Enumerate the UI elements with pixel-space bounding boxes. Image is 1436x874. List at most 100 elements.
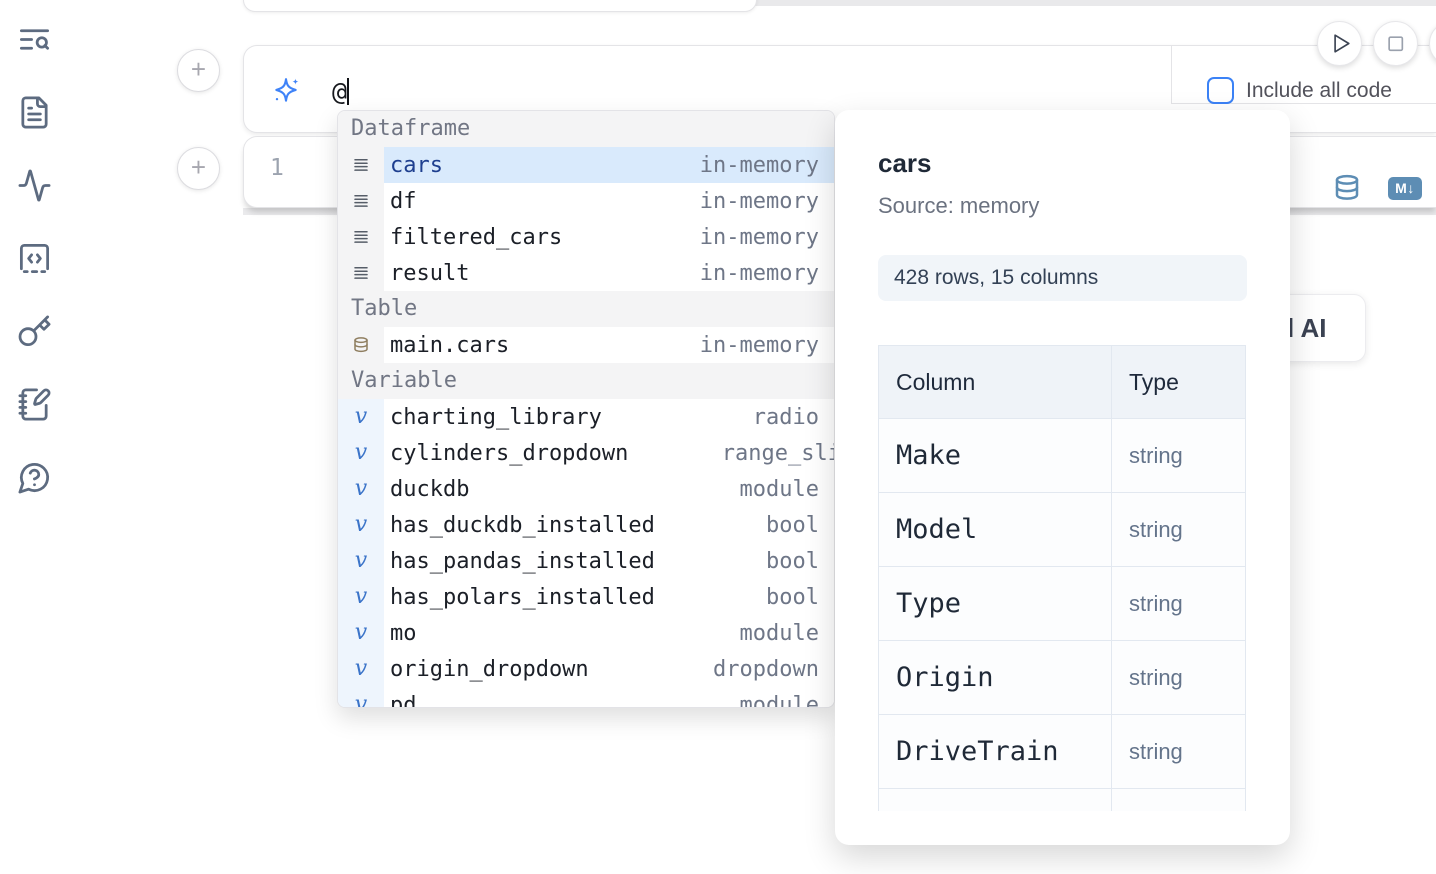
item-icon-cell: v bbox=[338, 435, 384, 471]
autocomplete-item-has_pandas_installed[interactable]: vhas_pandas_installedbool bbox=[338, 543, 834, 579]
previous-cell-output-edge bbox=[700, 0, 1436, 6]
table-row: Makestring bbox=[879, 418, 1245, 492]
item-content: main.carsin-memory bbox=[384, 327, 834, 363]
autocomplete-item-pd[interactable]: vpdmodule bbox=[338, 687, 834, 708]
scratchpad-icon[interactable] bbox=[17, 387, 52, 422]
item-content: pdmodule bbox=[384, 687, 834, 708]
rows-icon bbox=[352, 228, 370, 246]
column-type-cell: string bbox=[1112, 641, 1245, 714]
item-icon-cell: v bbox=[338, 471, 384, 507]
item-content: has_polars_installed bool bbox=[384, 579, 834, 615]
autocomplete-item-mo[interactable]: v momodule bbox=[338, 615, 834, 651]
autocomplete-item-charting_library[interactable]: v charting_libraryradio bbox=[338, 399, 834, 435]
item-name: has_duckdb_installed bbox=[384, 513, 655, 538]
item-name: has_polars_installed bbox=[384, 585, 655, 610]
autocomplete-item-filtered_cars[interactable]: filtered_cars in-memory bbox=[338, 219, 834, 255]
item-content: cylinders_dropdownrange_sli bbox=[384, 435, 834, 471]
item-icon-cell bbox=[338, 219, 384, 255]
column-name: Type bbox=[896, 588, 961, 619]
column-name-cell: Make bbox=[879, 419, 1112, 492]
item-content: filtered_cars in-memory bbox=[384, 219, 834, 255]
item-content: momodule bbox=[384, 615, 834, 651]
variable-icon: v bbox=[355, 622, 367, 644]
run-cell-button[interactable] bbox=[1317, 21, 1362, 66]
column-type-cell: string bbox=[1112, 715, 1245, 788]
autocomplete-item-origin_dropdown[interactable]: v origin_dropdown dropdown bbox=[338, 651, 834, 687]
previous-cell-edge bbox=[243, 0, 757, 12]
item-name: filtered_cars bbox=[384, 225, 562, 250]
autocomplete-item-main.cars[interactable]: main.carsin-memory bbox=[338, 327, 834, 363]
include-all-code-checkbox[interactable] bbox=[1207, 77, 1234, 104]
ai-card-label: l AI bbox=[1287, 295, 1326, 361]
column-name-cell: Model bbox=[879, 493, 1112, 566]
item-icon-cell bbox=[338, 147, 384, 183]
rows-icon bbox=[352, 264, 370, 282]
variable-icon: v bbox=[355, 658, 367, 680]
item-type: range_sli bbox=[722, 441, 834, 466]
activity-icon[interactable] bbox=[17, 168, 52, 203]
item-name: df bbox=[384, 189, 417, 214]
item-type: bool bbox=[766, 513, 834, 538]
add-cell-button-middle[interactable]: + bbox=[177, 147, 220, 190]
key-icon[interactable] bbox=[17, 314, 52, 349]
dataframe-preview-panel: cars Source: memory 428 rows, 15 columns… bbox=[835, 110, 1290, 845]
snippets-code-icon[interactable] bbox=[17, 241, 52, 276]
item-type: in-memory bbox=[700, 333, 834, 358]
autocomplete-item-cars[interactable]: carsin-memory bbox=[338, 147, 834, 183]
autocomplete-item-duckdb[interactable]: vduckdb module bbox=[338, 471, 834, 507]
item-type: radio bbox=[753, 405, 834, 430]
item-name: cars bbox=[384, 153, 443, 178]
item-name: origin_dropdown bbox=[384, 657, 589, 682]
item-content: carsin-memory bbox=[384, 147, 834, 183]
file-icon[interactable] bbox=[17, 95, 52, 130]
column-name-cell bbox=[879, 789, 1112, 811]
item-icon-cell: v bbox=[338, 507, 384, 543]
column-type-cell bbox=[1112, 789, 1245, 811]
autocomplete-section-header: Table bbox=[338, 291, 834, 327]
add-cell-button-top[interactable]: + bbox=[177, 49, 220, 92]
table-row: Modelstring bbox=[879, 492, 1245, 566]
column-type: string bbox=[1129, 591, 1183, 617]
item-content: charting_libraryradio bbox=[384, 399, 834, 435]
item-name: pd bbox=[384, 693, 417, 709]
prompt-value: @ bbox=[332, 77, 347, 106]
autocomplete-item-has_polars_installed[interactable]: v has_polars_installed bool bbox=[338, 579, 834, 615]
item-icon-cell: v bbox=[338, 651, 384, 687]
markdown-convert-icon[interactable]: M↓ bbox=[1388, 177, 1422, 200]
stop-button[interactable] bbox=[1373, 21, 1418, 66]
item-icon-cell bbox=[338, 183, 384, 219]
item-icon-cell: v bbox=[338, 399, 384, 435]
autocomplete-item-result[interactable]: resultin-memory bbox=[338, 255, 834, 291]
line-number: 1 bbox=[270, 155, 284, 181]
autocomplete-section-header: Dataframe bbox=[338, 111, 834, 147]
help-chat-icon[interactable] bbox=[17, 460, 52, 495]
item-content: has_duckdb_installed bool bbox=[384, 507, 834, 543]
item-type: bool bbox=[766, 585, 834, 610]
autocomplete-item-df[interactable]: df in-memory bbox=[338, 183, 834, 219]
table-row: DriveTrain string bbox=[879, 714, 1245, 788]
column-name: Origin bbox=[896, 662, 994, 693]
toc-search-icon[interactable] bbox=[17, 22, 52, 57]
variable-icon: v bbox=[355, 478, 367, 500]
autocomplete-item-has_duckdb_installed[interactable]: v has_duckdb_installed bool bbox=[338, 507, 834, 543]
autocomplete-item-cylinders_dropdown[interactable]: vcylinders_dropdownrange_sli bbox=[338, 435, 834, 471]
table-header-row: ColumnType bbox=[879, 346, 1245, 418]
item-type: in-memory bbox=[700, 225, 834, 250]
item-icon-cell bbox=[338, 327, 384, 363]
rows-icon bbox=[352, 156, 370, 174]
table-row: Origin string bbox=[879, 640, 1245, 714]
variable-icon: v bbox=[355, 586, 367, 608]
item-type: in-memory bbox=[700, 189, 834, 214]
item-type: module bbox=[740, 477, 834, 502]
variable-icon: v bbox=[355, 514, 367, 536]
include-all-code-label: Include all code bbox=[1246, 77, 1392, 104]
column-name-cell: Origin bbox=[879, 641, 1112, 714]
variable-icon: v bbox=[355, 406, 367, 428]
column-name: Make bbox=[896, 440, 961, 471]
item-icon-cell: v bbox=[338, 543, 384, 579]
item-type: dropdown bbox=[713, 657, 834, 682]
ai-prompt-input[interactable]: @ bbox=[332, 76, 349, 106]
datasource-database-icon[interactable] bbox=[1332, 173, 1362, 203]
column-name: DriveTrain bbox=[896, 736, 1059, 767]
item-name: duckdb bbox=[384, 477, 469, 502]
